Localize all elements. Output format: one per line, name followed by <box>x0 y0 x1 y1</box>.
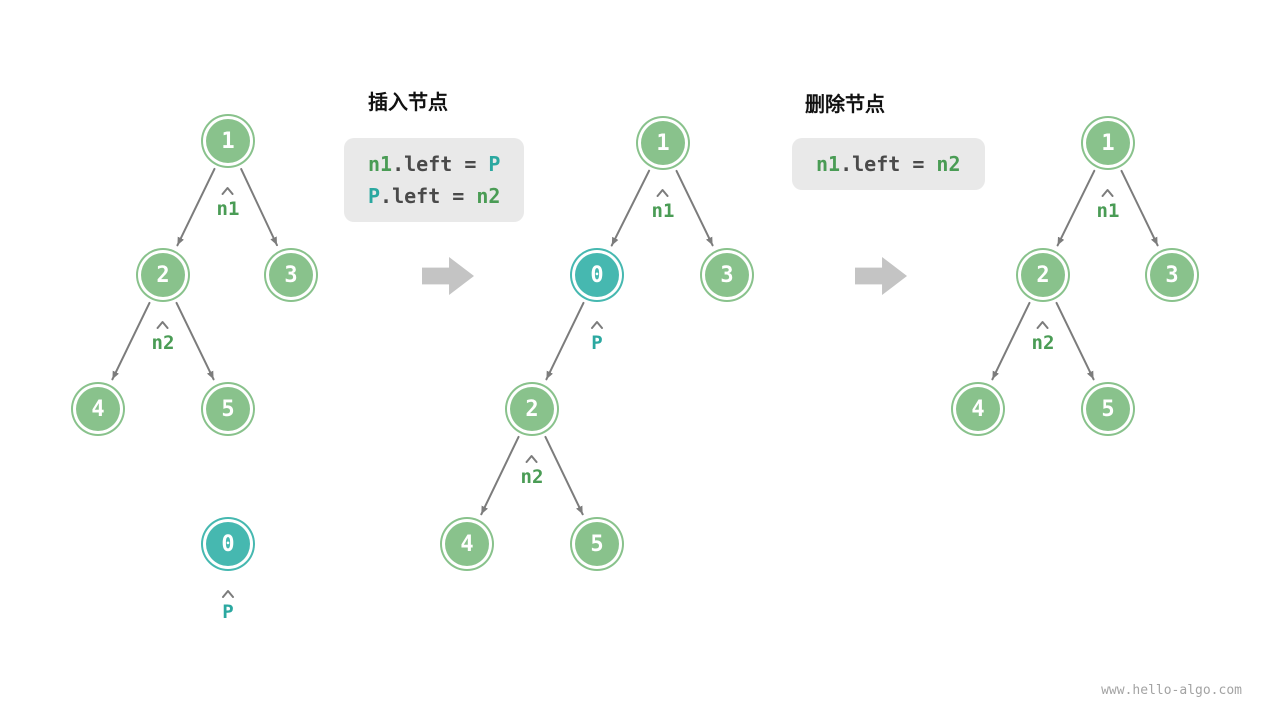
tree-edge <box>175 301 215 381</box>
tree-edge <box>480 435 520 516</box>
node-value: 1 <box>1101 130 1115 156</box>
tree-node: 1 <box>206 119 250 163</box>
pointer: n2 <box>520 454 544 488</box>
node-value: 2 <box>156 262 170 288</box>
section-title: 插入节点 <box>368 90 448 114</box>
pointer-label: n1 <box>1096 200 1120 222</box>
node-value: 0 <box>590 262 604 288</box>
tree-node: 0 <box>575 253 619 297</box>
node-value: 0 <box>221 531 235 557</box>
tree-edge <box>545 301 585 381</box>
tree-edge <box>544 435 584 516</box>
code-token: n1 <box>816 152 841 176</box>
node-value: 4 <box>91 396 105 422</box>
tree-node: 0 <box>206 522 250 566</box>
tree-edge <box>1120 169 1159 247</box>
pointer-caret-icon <box>656 189 669 197</box>
tree-edge <box>1055 301 1095 381</box>
section-title: 删除节点 <box>805 92 885 116</box>
node-value: 5 <box>1101 396 1115 422</box>
tree-edge <box>240 168 278 247</box>
pointer-label: n2 <box>1031 332 1055 354</box>
transition-arrow-icon <box>855 257 907 295</box>
node-value: 1 <box>221 128 235 154</box>
pointer-caret-icon <box>591 321 603 329</box>
node-value: 5 <box>590 531 604 557</box>
tree-node: 4 <box>956 387 1000 431</box>
tree-edge <box>991 301 1031 381</box>
tree-node: 5 <box>206 387 250 431</box>
pointer: P <box>221 589 235 623</box>
code-block: n1.left = n2 <box>792 138 985 190</box>
code-token: n1 <box>368 152 393 176</box>
tree-node: 2 <box>1021 253 1065 297</box>
pointer: n1 <box>216 186 240 220</box>
tree-edge <box>675 169 714 247</box>
code-token: .left = <box>380 184 477 208</box>
code-token: .left = <box>840 152 937 176</box>
tree-node: 4 <box>445 522 489 566</box>
code-line: P.left = n2 <box>368 180 500 212</box>
node-value: 4 <box>460 531 474 557</box>
tree-node: 3 <box>269 253 313 297</box>
tree-node: 3 <box>705 253 749 297</box>
node-value: 2 <box>1036 262 1050 288</box>
pointer-label: P <box>222 601 234 623</box>
code-line: n1.left = n2 <box>816 148 961 180</box>
pointer-caret-icon <box>156 321 169 329</box>
watermark: www.hello-algo.com <box>1101 683 1242 698</box>
pointer: n2 <box>1031 320 1055 354</box>
code-token: n2 <box>476 184 501 208</box>
pointer-label: P <box>591 332 603 354</box>
code-token: P <box>488 152 501 176</box>
pointer: n2 <box>151 320 175 354</box>
pointer-label: n2 <box>151 332 175 354</box>
pointer-label: n1 <box>216 198 240 220</box>
node-value: 1 <box>656 130 670 156</box>
tree-node: 2 <box>510 387 554 431</box>
tree-node: 5 <box>1086 387 1130 431</box>
transition-arrow-icon <box>422 257 474 295</box>
node-value: 3 <box>720 262 734 288</box>
tree-edge <box>610 169 651 247</box>
tree-node: 1 <box>1086 121 1130 165</box>
pointer-label: n1 <box>651 200 675 222</box>
tree-node: 5 <box>575 522 619 566</box>
code-token: P <box>368 184 381 208</box>
tree-node: 1 <box>641 121 685 165</box>
pointer: P <box>590 320 604 354</box>
code-token: .left = <box>392 152 489 176</box>
tree-edge <box>176 167 216 247</box>
tree-node: 2 <box>141 253 185 297</box>
pointer-caret-icon <box>1036 321 1049 329</box>
pointer-caret-icon <box>525 455 538 463</box>
code-token: n2 <box>936 152 961 176</box>
node-value: 3 <box>284 262 298 288</box>
node-value: 2 <box>525 396 539 422</box>
tree-edge <box>1056 169 1096 247</box>
pointer-caret-icon <box>221 187 234 195</box>
node-value: 5 <box>221 396 235 422</box>
code-line: n1.left = P <box>368 148 500 180</box>
tree-node: 3 <box>1150 253 1194 297</box>
pointer-caret-icon <box>222 590 234 598</box>
pointer: n1 <box>651 188 675 222</box>
tree-node: 4 <box>76 387 120 431</box>
pointer-label: n2 <box>520 466 544 488</box>
pointer-caret-icon <box>1101 189 1114 197</box>
tree-edge <box>111 301 151 381</box>
node-value: 3 <box>1165 262 1179 288</box>
node-value: 4 <box>971 396 985 422</box>
pointer: n1 <box>1096 188 1120 222</box>
